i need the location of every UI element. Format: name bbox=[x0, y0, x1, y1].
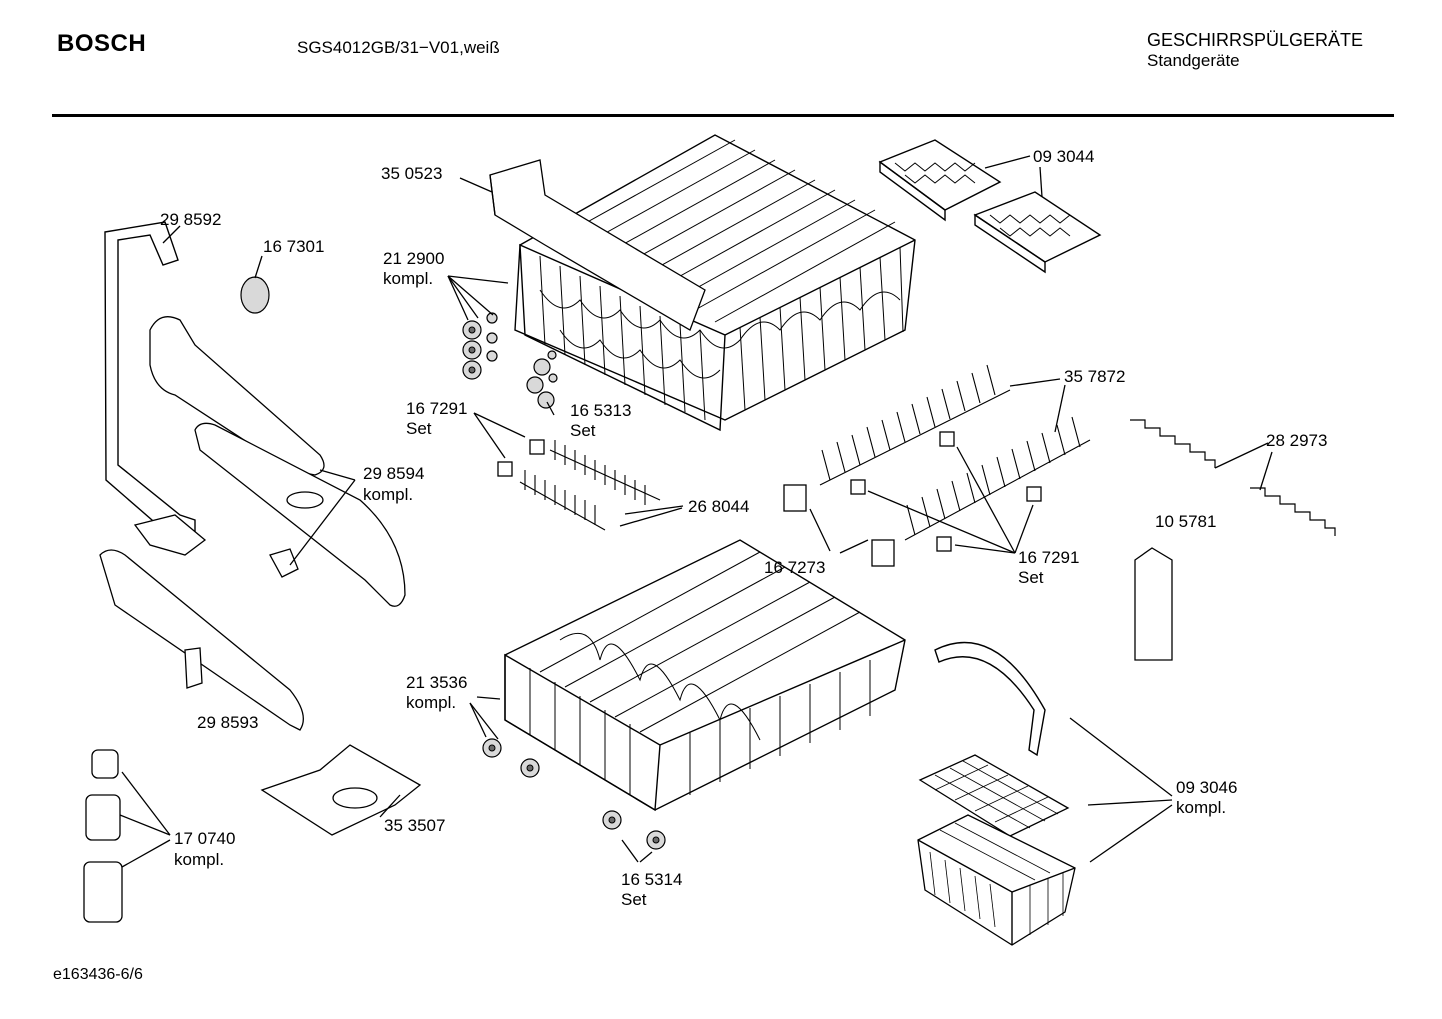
upper-basket-wheels bbox=[462, 312, 558, 409]
part-label-105781: 10 5781 bbox=[1155, 512, 1217, 531]
cutlery-cup-drawing bbox=[1134, 547, 1173, 661]
clip-a bbox=[497, 461, 513, 477]
part-note-165314: Set bbox=[621, 890, 647, 909]
header-divider bbox=[52, 114, 1394, 117]
part-label-282973: 28 2973 bbox=[1266, 431, 1328, 450]
category-title: GESCHIRRSPÜLGERÄTE bbox=[1147, 30, 1364, 50]
clip-f bbox=[1026, 486, 1042, 502]
part-label-093044: 09 3044 bbox=[1033, 147, 1095, 166]
part-note-167291-lower: Set bbox=[1018, 568, 1044, 587]
step-rails-drawing bbox=[1130, 419, 1336, 536]
part-note-165313: Set bbox=[570, 421, 596, 440]
cutlery-basket-drawing bbox=[917, 641, 1076, 946]
filter-set-drawing bbox=[83, 749, 123, 923]
lower-basket-wheels bbox=[482, 738, 666, 850]
part-label-093046: 09 3046 bbox=[1176, 778, 1238, 797]
part-label-298593: 29 8593 bbox=[197, 713, 259, 732]
part-label-353507: 35 3507 bbox=[384, 816, 446, 835]
upper-basket-drawing bbox=[489, 134, 916, 432]
part-label-357872: 35 7872 bbox=[1064, 367, 1126, 386]
subcategory-title: Standgeräte bbox=[1147, 51, 1240, 70]
hinge-a bbox=[783, 484, 807, 512]
part-label-165314: 16 5314 bbox=[621, 870, 683, 889]
part-label-298594: 29 8594 bbox=[363, 464, 425, 483]
model-number: SGS4012GB/31−V01,weiß bbox=[297, 38, 500, 57]
part-label-212900: 21 2900 bbox=[383, 249, 445, 268]
part-label-268044: 26 8044 bbox=[688, 497, 750, 516]
spray-arm-assembly-drawing bbox=[99, 221, 406, 731]
hinge-b bbox=[871, 539, 895, 567]
clip-c bbox=[939, 431, 955, 447]
clip-e bbox=[936, 536, 952, 552]
cup-shelf-drawing bbox=[878, 139, 1102, 274]
part-label-167301: 16 7301 bbox=[263, 237, 325, 256]
part-label-167291-lower: 16 7291 bbox=[1018, 548, 1080, 567]
part-label-213536: 21 3536 bbox=[406, 673, 468, 692]
clip-d bbox=[850, 479, 866, 495]
part-note-170740: kompl. bbox=[174, 850, 225, 869]
part-label-167273: 16 7273 bbox=[764, 558, 826, 577]
part-note-213536: kompl. bbox=[406, 693, 457, 712]
part-label-165313: 16 5313 bbox=[570, 401, 632, 420]
part-note-093046: kompl. bbox=[1176, 798, 1227, 817]
part-label-298592: 29 8592 bbox=[160, 210, 222, 229]
clip-b bbox=[529, 439, 545, 455]
leader-lines bbox=[119, 155, 1273, 868]
brand-logo: BOSCH bbox=[57, 30, 147, 57]
part-note-212900: kompl. bbox=[383, 269, 434, 288]
part-label-170740: 17 0740 bbox=[174, 829, 236, 848]
part-label-167291-upper: 16 7291 bbox=[406, 399, 468, 418]
part-label-350523: 35 0523 bbox=[381, 164, 443, 183]
tine-racks-drawing bbox=[519, 440, 661, 531]
part-note-298594: kompl. bbox=[363, 485, 414, 504]
document-code: e163436-6/6 bbox=[53, 966, 143, 983]
plate-rack-drawing bbox=[819, 364, 1091, 541]
lower-basket-drawing bbox=[504, 539, 906, 812]
part-note-167291-upper: Set bbox=[406, 419, 432, 438]
